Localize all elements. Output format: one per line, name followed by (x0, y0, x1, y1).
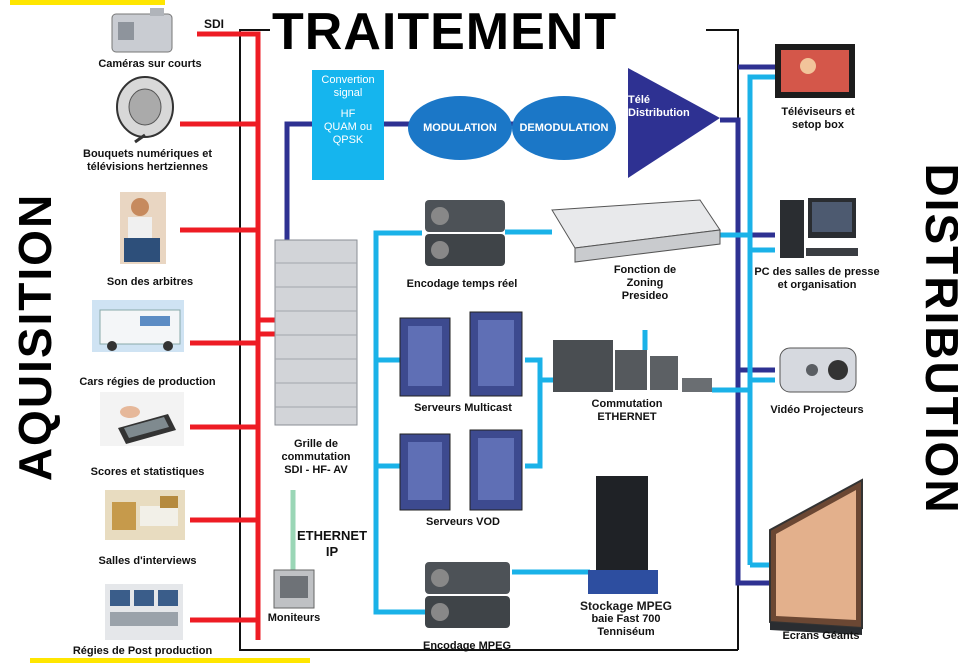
serveurs-vod-label: Serveurs VOD (426, 516, 500, 528)
red-lines (180, 31, 275, 640)
source-label-son: Son des arbitres (106, 276, 194, 288)
vod-servers-image (399, 429, 523, 511)
bottom-yellow-bar (30, 658, 310, 663)
switching-grid-image (274, 239, 358, 426)
top-yellow-bar (10, 0, 165, 5)
zoning-label: Fonction de Zoning Presideo (613, 264, 677, 302)
television-image (775, 44, 855, 98)
output-label-projecteurs: Vidéo Projecteurs (770, 404, 864, 416)
conversion-signal-box: Convertion signal HF QUAM ou QPSK (312, 70, 384, 180)
giant-screen-image (769, 478, 863, 635)
interview-room-image (105, 490, 185, 540)
source-label-cameras: Caméras sur courts (98, 58, 202, 70)
title-heading: TRAITEMENT (272, 3, 618, 61)
satellite-dish-image (116, 76, 174, 144)
modulation-ellipse: MODULATION (408, 96, 512, 160)
output-label-ecrans: Ecrans Géants (782, 630, 860, 642)
realtime-encoder-image (425, 200, 505, 266)
encodage-mpeg-label: Encodage MPEG (422, 640, 512, 652)
demodulation-ellipse: DEMODULATION (512, 96, 616, 160)
production-truck-image (92, 300, 184, 352)
storage-rack-image (588, 476, 658, 594)
ethernet-switch-image (553, 340, 712, 392)
scores-tablet-image (100, 392, 184, 446)
camera-image (111, 8, 173, 53)
navy-lines (284, 64, 775, 586)
mpeg-encoder-image (425, 562, 510, 628)
sdi-label: SDI (204, 17, 225, 31)
serveurs-multicast-label: Serveurs Multicast (414, 402, 512, 414)
tele-distribution-triangle (628, 68, 720, 178)
ethernet-ip-label: ETHERNET IP (296, 528, 368, 559)
source-label-interviews: Salles d'interviews (98, 555, 197, 567)
source-label-scores: Scores et statistiques (90, 466, 205, 478)
monitor-image (273, 569, 315, 609)
multicast-servers-image (399, 311, 523, 397)
moniteurs-label: Moniteurs (267, 612, 321, 624)
source-label-cars: Cars régies de production (79, 376, 216, 388)
commutation-ethernet-label: Commutation ETHERNET (591, 398, 663, 423)
zoning-device-image (551, 199, 721, 263)
cyan-lines (373, 74, 775, 615)
post-production-image (105, 584, 183, 640)
grille-label: Grille de commutation SDI - HF- AV (281, 438, 351, 476)
encodage-temps-reel-label: Encodage temps réel (406, 278, 518, 290)
tele-distribution-label: Télé Distribution (628, 94, 690, 119)
projector-image (779, 347, 857, 393)
distribution-heading: DISTRIBUTION (916, 163, 958, 515)
aquisition-heading: AQUISITION (9, 192, 61, 482)
source-label-post-production: Régies de Post production (72, 645, 213, 657)
umpire-image (120, 192, 166, 264)
pc-image (780, 198, 858, 258)
stockage-label: Stockage MPEG baie Fast 700 Tenniséum (579, 599, 673, 639)
